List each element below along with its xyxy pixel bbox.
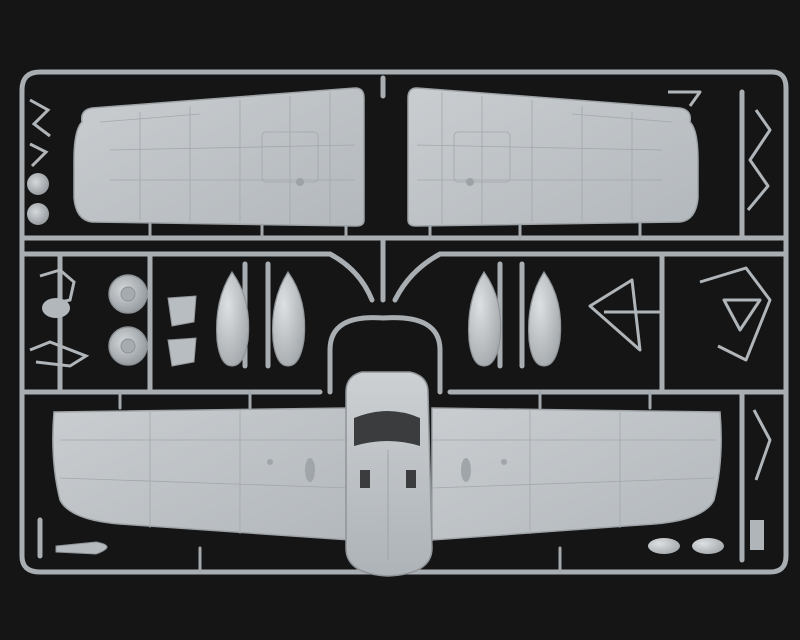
upper-right-wing-part: [407, 87, 699, 227]
drop-tank-half-left-2: [271, 270, 306, 367]
drop-tank-half-right-2: [527, 270, 562, 367]
small-tank-part: [648, 538, 680, 554]
lower-wing-part: [52, 407, 722, 541]
main-wheel-lower: [108, 326, 148, 366]
upper-left-wing-part: [73, 87, 365, 227]
landing-gear-frame-right: [588, 90, 772, 481]
sprue-frame: [19, 69, 789, 575]
sprue-tab: [750, 520, 764, 550]
drop-tank-half-left-1: [215, 270, 250, 367]
small-tank-part: [692, 538, 724, 554]
small-disc-part: [27, 173, 49, 195]
fuselage-center-part: [345, 371, 433, 577]
small-disc-part: [27, 203, 49, 225]
gear-bracket-part: [42, 298, 70, 318]
bomb-part: [55, 541, 108, 555]
gear-door-part: [167, 337, 197, 367]
drop-tank-half-right-1: [467, 270, 502, 367]
gear-door-part: [167, 295, 197, 327]
main-wheel-upper: [108, 274, 148, 314]
